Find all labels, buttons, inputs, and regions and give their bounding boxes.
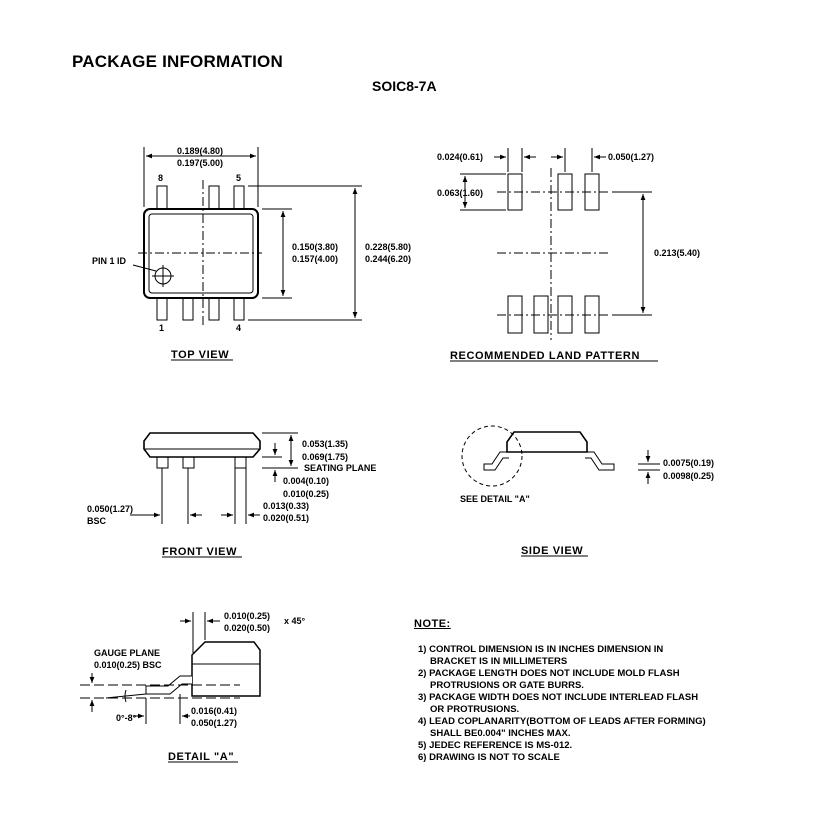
front-view-label: FRONT VIEW [162, 546, 237, 558]
lead [233, 185, 245, 211]
top-overall-max: 0.244(6.20) [365, 254, 411, 264]
package-name: SOIC8-7A [372, 78, 437, 94]
pin-5-label: 5 [236, 173, 241, 183]
front-standoff-max: 0.010(0.25) [283, 489, 329, 499]
lead [156, 296, 168, 321]
pin-8-label: 8 [158, 173, 163, 183]
front-lead-width-min: 0.013(0.33) [263, 501, 309, 511]
side-view-label: SIDE VIEW [521, 545, 583, 557]
front-pitch: 0.050(1.27) [87, 504, 133, 514]
notes-list: 1) CONTROL DIMENSION IS IN INCHES DIMENS… [418, 644, 706, 764]
land-pattern [460, 148, 652, 340]
note-item: 6) DRAWING IS NOT TO SCALE [418, 752, 560, 763]
detail-a-circle [461, 425, 523, 487]
lead [182, 296, 194, 321]
front-body [143, 432, 261, 458]
front-view [130, 432, 298, 524]
pin-1-label: 1 [159, 323, 164, 333]
page-title: PACKAGE INFORMATION [72, 52, 283, 71]
note-item: 2) PACKAGE LENGTH DOES NOT INCLUDE MOLD … [418, 668, 680, 691]
side-lead-right [585, 451, 615, 471]
top-width-min: 0.189(4.80) [177, 146, 223, 156]
detail-chamfer-angle: x 45° [284, 616, 306, 626]
detail-chamfer-min: 0.010(0.25) [224, 611, 270, 621]
note-item: 4) LEAD COPLANARITY(BOTTOM OF LEADS AFTE… [418, 716, 706, 739]
detail-foot-min: 0.016(0.41) [191, 706, 237, 716]
side-thick-max: 0.0098(0.25) [663, 471, 714, 481]
front-lead-width-max: 0.020(0.51) [263, 513, 309, 523]
top-overall-min: 0.228(5.80) [365, 242, 411, 252]
note-item: 1) CONTROL DIMENSION IS IN INCHES DIMENS… [418, 644, 664, 667]
top-view [132, 147, 362, 325]
side-lead-left [483, 451, 509, 471]
gauge-plane-label: GAUGE PLANE [94, 648, 160, 658]
land-span: 0.213(5.40) [654, 248, 700, 258]
front-height-max: 0.069(1.75) [302, 452, 348, 462]
front-height-min: 0.053(1.35) [302, 439, 348, 449]
land-pad-width: 0.024(0.61) [437, 152, 483, 162]
side-thick-min: 0.0075(0.19) [663, 458, 714, 468]
detail-body [191, 641, 261, 697]
land-pitch: 0.050(1.27) [608, 152, 654, 162]
top-view-label: TOP VIEW [171, 349, 229, 361]
detail-a-label: DETAIL "A" [168, 751, 234, 763]
detail-lead [145, 675, 192, 695]
front-pitch-bsc: BSC [87, 516, 107, 526]
lead [233, 296, 245, 321]
lead [156, 185, 168, 211]
land-pad-length: 0.063(1.60) [437, 188, 483, 198]
front-standoff-min: 0.004(0.10) [283, 476, 329, 486]
gauge-dim: 0.010(0.25) BSC [94, 660, 162, 670]
detail-chamfer-max: 0.020(0.50) [224, 623, 270, 633]
pin1-label: PIN 1 ID [92, 256, 127, 266]
notes-title: NOTE: [414, 618, 451, 630]
detail-foot-max: 0.050(1.27) [191, 718, 237, 728]
top-body-max: 0.157(4.00) [292, 254, 338, 264]
lead [208, 296, 220, 321]
note-item: 3) PACKAGE WIDTH DOES NOT INCLUDE INTERL… [418, 692, 699, 715]
land-pattern-label: RECOMMENDED LAND PATTERN [450, 350, 640, 362]
side-view [461, 425, 660, 487]
lead [208, 185, 220, 211]
top-width-max: 0.197(5.00) [177, 158, 223, 168]
top-body-min: 0.150(3.80) [292, 242, 338, 252]
seating-plane-label: SEATING PLANE [304, 463, 376, 473]
pin-4-label: 4 [236, 323, 241, 333]
detail-angle: 0°-8° [116, 713, 137, 723]
see-detail-label: SEE DETAIL "A" [460, 494, 530, 504]
side-body [506, 431, 588, 453]
note-item: 5) JEDEC REFERENCE IS MS-012. [418, 740, 573, 751]
detail-a [80, 612, 261, 724]
